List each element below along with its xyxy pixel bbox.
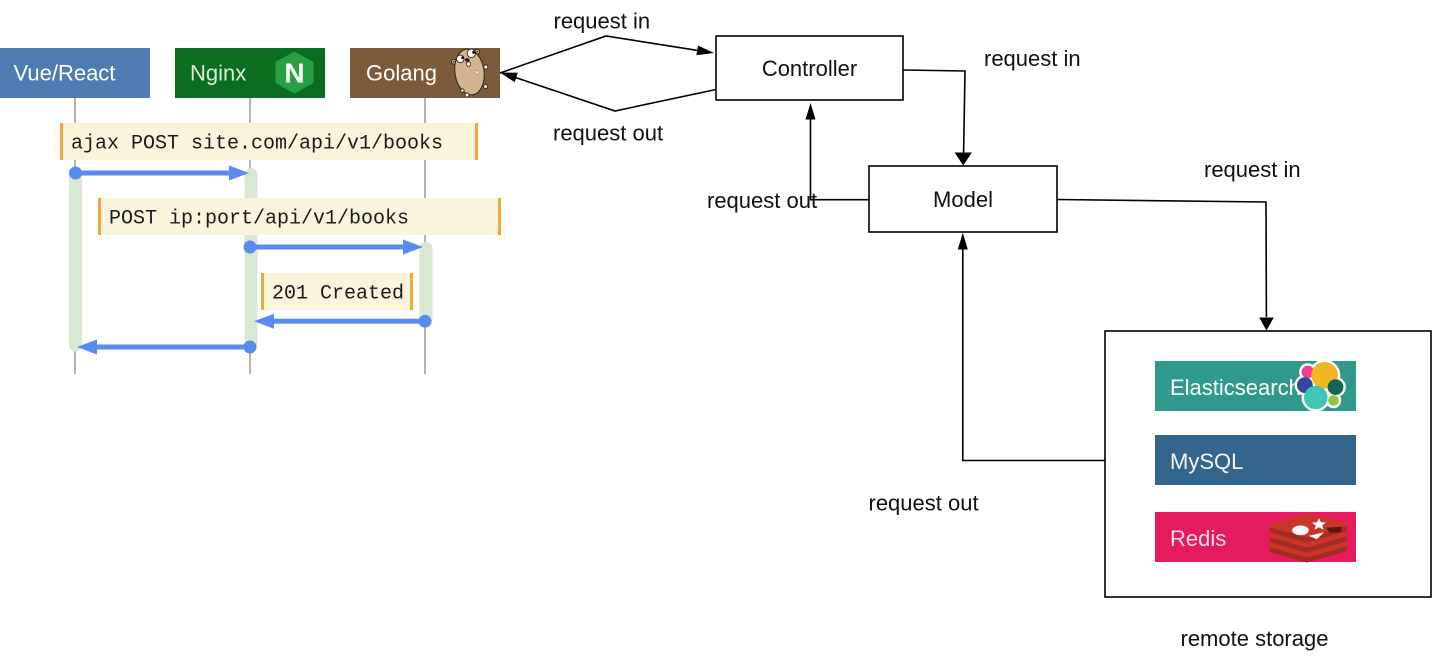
svg-text:ajax POST site.com/api/v1/book: ajax POST site.com/api/v1/books [71,133,443,156]
svg-text:remote storage: remote storage [1181,626,1329,651]
svg-text:Elasticsearch: Elasticsearch [1170,375,1301,400]
svg-text:MySQL: MySQL [1170,449,1243,474]
svg-text:request out: request out [707,188,817,213]
svg-text:Golang: Golang [366,61,437,86]
svg-text:request in: request in [984,46,1081,71]
svg-text:Model: Model [933,187,993,212]
svg-text:Nginx: Nginx [190,61,246,86]
svg-text:request out: request out [553,121,663,146]
svg-text:Controller: Controller [762,56,857,81]
svg-text:201 Created: 201 Created [272,283,404,306]
svg-text:request in: request in [554,9,651,34]
svg-text:POST ip:port/api/v1/books: POST ip:port/api/v1/books [109,208,409,231]
svg-text:request in: request in [1204,157,1301,182]
svg-text:N: N [284,58,304,89]
svg-text:Vue/React: Vue/React [14,61,116,86]
svg-text:Redis: Redis [1170,526,1226,551]
svg-text:request out: request out [869,491,979,516]
